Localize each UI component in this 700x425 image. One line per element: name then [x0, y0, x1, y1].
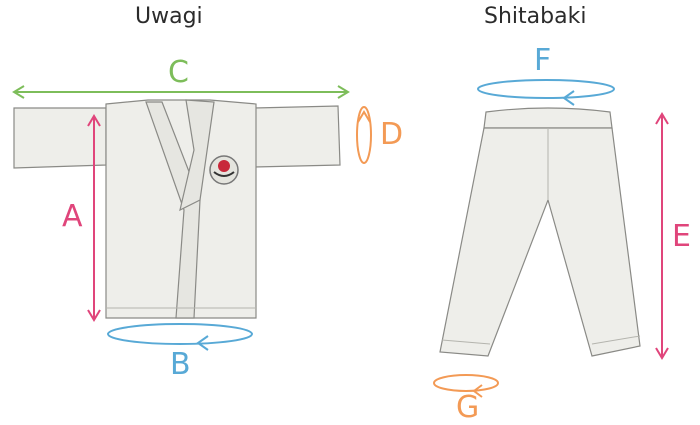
measure-f-arrow [477, 79, 615, 106]
measure-b-label: B [170, 347, 191, 382]
pants-cuff-left [441, 339, 491, 345]
jacket-title: Uwagi [135, 4, 203, 29]
measure-a-arrow [87, 114, 101, 322]
jacket-left-sleeve [13, 107, 107, 169]
measure-a-label: A [62, 199, 83, 234]
size-diagram: Uwagi Shitabaki [12, 4, 691, 423]
measure-c-label: C [168, 55, 189, 90]
measure-c-arrow [12, 85, 350, 99]
pants-title: Shitabaki [484, 4, 587, 29]
measure-b-arrow [107, 323, 253, 351]
measure-d-label: D [380, 117, 404, 152]
pants-legs [439, 127, 641, 357]
pants-waistband [483, 107, 613, 129]
measure-d-arrow [356, 106, 372, 164]
jacket-right-sleeve [253, 105, 341, 168]
measure-f-label: F [534, 43, 552, 78]
pants-illustration [439, 107, 641, 357]
measure-e-label: E [672, 219, 691, 254]
measure-g-label: G [456, 390, 480, 425]
measure-g-arrow [433, 374, 499, 398]
jacket-lapel-left [145, 101, 201, 319]
jacket-illustration [13, 99, 341, 319]
emblem-icon [209, 155, 239, 185]
jacket-lapel-right [179, 99, 215, 212]
pants-cuff-right [591, 335, 641, 345]
measure-e-arrow [655, 112, 669, 360]
diagram-graphics [12, 79, 669, 398]
